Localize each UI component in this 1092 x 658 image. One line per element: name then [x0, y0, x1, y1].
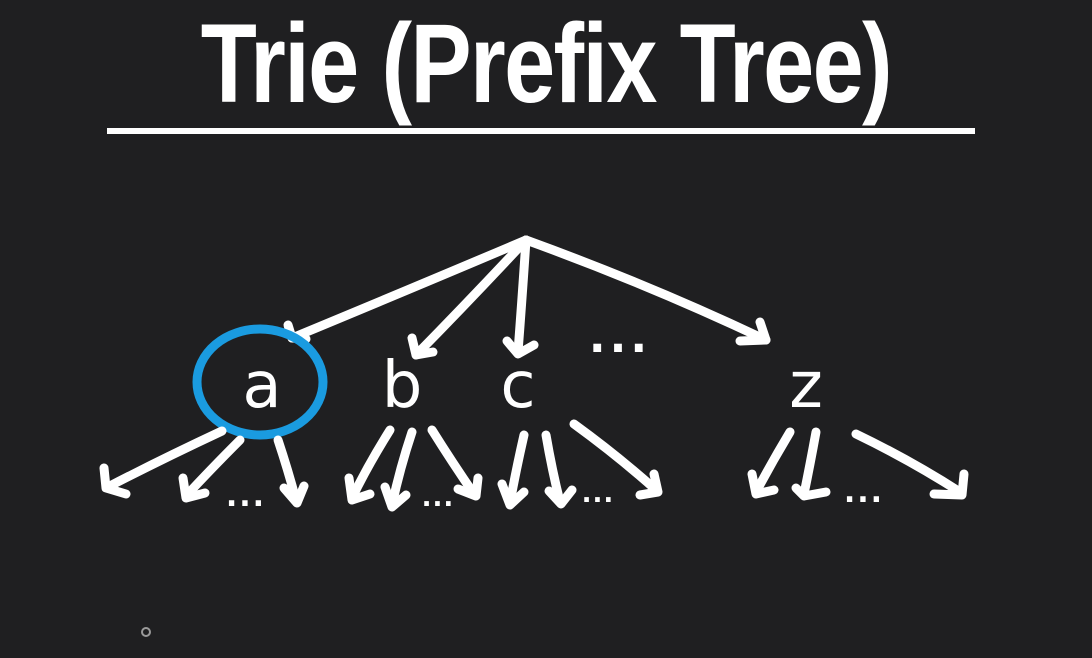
arrowhead-b-child-1	[344, 473, 375, 505]
node-z: z	[789, 349, 823, 423]
edge-z-child-3	[851, 429, 965, 497]
title-underline	[107, 128, 975, 134]
root-edges	[283, 235, 771, 360]
subtree-z-edges: ...	[747, 427, 969, 510]
arrowhead-a-child-1	[99, 463, 131, 499]
edge-z-child-1	[751, 427, 795, 497]
subtree-c-ellipsis: ...	[582, 479, 615, 509]
arrowhead-c-child-2	[544, 485, 577, 509]
edge-z-child-2	[799, 427, 821, 499]
arrowhead-b-child-3	[453, 473, 483, 501]
node-b: b	[382, 349, 423, 423]
arrowhead-b-child-2	[380, 482, 411, 512]
arrowhead-z-child-3	[929, 469, 969, 500]
node-c: c	[500, 349, 535, 423]
arrowhead-b	[407, 333, 438, 360]
arrowhead-c	[502, 336, 539, 359]
page-title: Trie (Prefix Tree)	[200, 1, 893, 126]
highlight-circle	[192, 324, 328, 440]
edge-root-to-a	[287, 235, 531, 343]
subtree-a-edges: ...	[99, 426, 309, 514]
edge-a-child-2	[181, 435, 245, 501]
arrowhead-c-child-1	[497, 479, 529, 510]
cursor-marker	[141, 627, 151, 637]
edge-root-to-b	[411, 235, 531, 360]
subtree-c-edges: ...	[497, 419, 663, 510]
subtree-a-ellipsis: ...	[226, 479, 266, 514]
arrowhead-z-child-1	[747, 469, 779, 499]
subtree-z-ellipsis: ...	[844, 475, 884, 510]
edge-b-child-3	[427, 425, 479, 499]
arrowhead-a-child-3	[279, 481, 309, 508]
subtree-b-edges: ...	[344, 425, 483, 513]
level-1-nodes: a b c z ...	[192, 312, 823, 440]
edge-root-to-c	[513, 235, 531, 357]
arrowhead-a-child-2	[178, 473, 210, 503]
arrowhead-c-child-3	[635, 469, 663, 500]
arrowhead-z	[735, 317, 771, 346]
title-container: Trie (Prefix Tree)	[0, 8, 1092, 120]
subtree-b-ellipsis: ...	[422, 483, 455, 513]
node-a: a	[242, 349, 281, 423]
edge-a-child-1	[103, 426, 227, 492]
arrowhead-z-child-2	[791, 483, 831, 501]
edge-c-child-3	[569, 419, 661, 495]
root-children-ellipsis: ...	[589, 312, 651, 363]
edge-root-to-z	[521, 235, 771, 345]
